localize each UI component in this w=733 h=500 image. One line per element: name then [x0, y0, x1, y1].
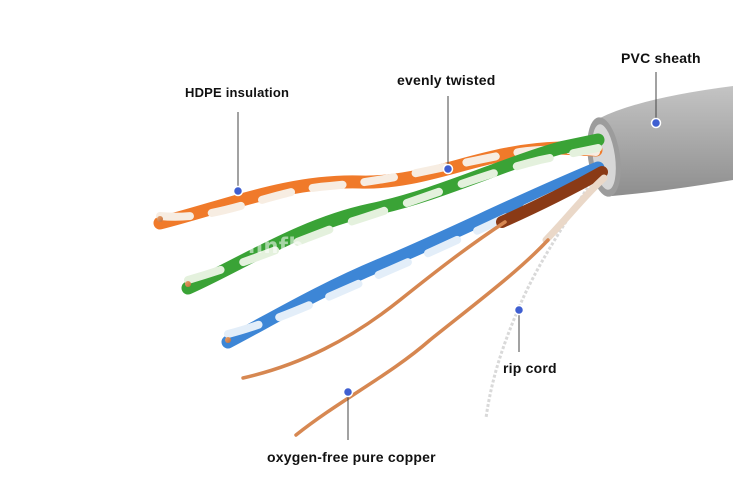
- watermark-text: hnfbe.com: [248, 234, 378, 258]
- copper-pointer-dot: [342, 386, 354, 398]
- pvc-sheath-label: PVC sheath: [621, 50, 701, 66]
- hdpe-pointer-dot: [232, 185, 244, 197]
- pvc-sheath-shape: [587, 86, 733, 197]
- ripcord-pointer-dot: [513, 304, 525, 316]
- twisted-pointer-dot: [442, 163, 454, 175]
- leader-lines: [237, 72, 657, 440]
- rip-cord-label: rip cord: [503, 360, 557, 376]
- pvc-pointer-dot: [650, 117, 662, 129]
- hdpe-insulation-label: HDPE insulation: [185, 85, 290, 100]
- oxygen-free-copper-label: oxygen-free pure copper: [267, 449, 436, 465]
- green-twisted-pair: [181, 133, 605, 295]
- copper-conductors: [241, 220, 550, 437]
- brown-wire: [496, 166, 608, 244]
- evenly-twisted-label: evenly twisted: [397, 72, 496, 88]
